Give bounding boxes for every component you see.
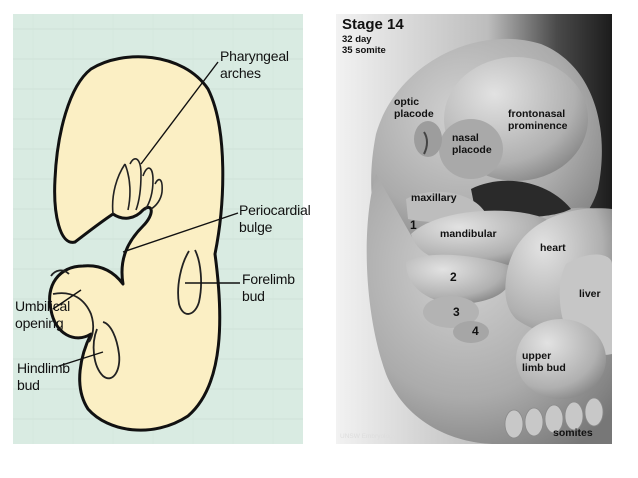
upper-limb-bud-shape: [516, 319, 606, 399]
optic-placode-shape: [414, 121, 442, 157]
photo-credit: UNSW Embryology: [340, 433, 396, 440]
umbilical-cord-shape: [50, 269, 95, 343]
leader-pharyngeal: [140, 61, 219, 165]
leader-pericardial: [122, 212, 239, 253]
pharyngeal-arches-shape: [111, 158, 163, 215]
forelimb-bud-shape: [177, 249, 202, 315]
diagram-panel: Pharyngeal arches Periocardial bulge For…: [13, 14, 311, 444]
embryo-body: [48, 55, 225, 432]
arch-4-shape: [453, 321, 489, 343]
label-somites: somites: [553, 427, 593, 439]
arch-3-shape: [423, 296, 479, 328]
arch-number-3: 3: [453, 305, 460, 319]
label-nasal-placode: nasal placode: [452, 132, 492, 157]
label-frontonasal: frontonasal prominence: [508, 108, 568, 133]
label-forelimb-bud: Forelimb bud: [242, 271, 295, 304]
label-liver: liver: [579, 288, 601, 300]
label-maxillary: maxillary: [411, 192, 457, 204]
arch-number-4: 4: [472, 324, 479, 338]
leader-hindlimb: [58, 351, 104, 367]
arch-number-1: 1: [410, 218, 417, 232]
somites-shape: [504, 397, 604, 439]
stomodeum-shape: [471, 180, 571, 218]
embryo-photo: [336, 14, 612, 444]
arch-number-2: 2: [450, 270, 457, 284]
embryo-diagram: [13, 14, 303, 444]
photo-panel: Stage 14 32 day 35 somite optic placode …: [336, 14, 612, 444]
label-heart: heart: [540, 242, 566, 254]
label-hindlimb-bud: Hindlimb bud: [17, 360, 70, 393]
label-umbilical-opening: Umbilical opening: [15, 298, 70, 331]
stage-title: Stage 14: [342, 16, 404, 33]
label-mandibular: mandibular: [440, 228, 497, 240]
label-upper-limb-bud: upper limb bud: [522, 350, 566, 375]
nasal-placode-shape: [439, 119, 503, 179]
label-pharyngeal-arches: Pharyngeal arches: [220, 48, 289, 81]
stage-day: 32 day: [342, 34, 372, 45]
arch-2-shape: [406, 254, 512, 304]
stage-somite: 35 somite: [342, 45, 386, 56]
leader-umbilical: [52, 289, 82, 310]
label-optic-placode: optic placode: [394, 96, 434, 121]
label-pericardial-bulge: Periocardial bulge: [239, 202, 311, 235]
